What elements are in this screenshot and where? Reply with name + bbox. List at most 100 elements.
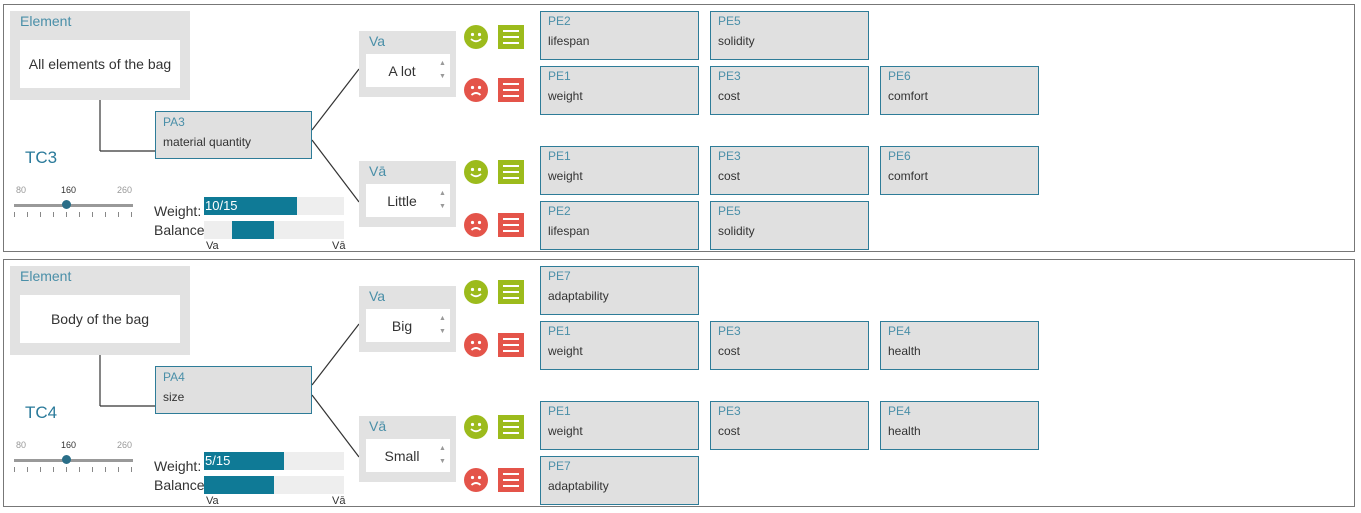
slider-track[interactable] [14, 204, 133, 207]
list-icon[interactable] [498, 160, 524, 184]
chevron-down-icon[interactable]: ▼ [439, 73, 446, 80]
smiley-face-icon[interactable] [464, 25, 488, 49]
list-icon[interactable] [498, 280, 524, 304]
value-spinner[interactable]: Big▲▼ [366, 309, 450, 342]
list-icon-line [503, 432, 519, 434]
weight-bar-fill [204, 197, 298, 215]
effect-param-id: PE3 [718, 149, 741, 163]
value-spinner[interactable]: Small▲▼ [366, 439, 450, 472]
effect-param-name: weight [548, 169, 583, 183]
list-icon-line [503, 338, 519, 340]
smiley-face-icon[interactable] [464, 280, 488, 304]
effect-param-name: weight [548, 424, 583, 438]
sad-face-icon[interactable] [464, 213, 488, 237]
smiley-face-icon[interactable] [464, 160, 488, 184]
element-value[interactable]: Body of the bag [20, 295, 180, 343]
list-icon[interactable] [498, 415, 524, 439]
slider-mid-label: 160 [61, 440, 77, 450]
effect-param-id: PE1 [548, 149, 571, 163]
slider-tick [79, 212, 80, 217]
slider-thumb[interactable] [62, 200, 72, 209]
sad-face-icon[interactable] [464, 468, 488, 492]
chevron-down-icon[interactable]: ▼ [439, 458, 446, 465]
slider-min-label: 80 [16, 440, 27, 450]
slider-tick [131, 467, 132, 472]
value-spinner[interactable]: A lot ▲ ▼ [366, 54, 450, 87]
sad-face-icon[interactable] [464, 78, 488, 102]
list-icon[interactable] [498, 333, 524, 357]
effect-param-name: weight [548, 89, 583, 103]
weight-value: 5/15 [205, 453, 231, 468]
slider-tick [118, 467, 119, 472]
chevron-up-icon[interactable]: ▲ [439, 315, 446, 322]
chevron-up-icon[interactable]: ▲ [439, 60, 446, 67]
list-icon-line [503, 224, 519, 226]
chevron-up-icon[interactable]: ▲ [439, 190, 446, 197]
list-icon-line [503, 285, 519, 287]
weight-value: 10/15 [205, 198, 238, 213]
list-icon[interactable] [498, 78, 524, 102]
parameter-id: PA3 [163, 115, 185, 129]
element-title: Element [20, 268, 72, 284]
effect-param-id: PE6 [888, 149, 911, 163]
balance-right-label: Vā [332, 240, 346, 252]
slider-track[interactable] [14, 459, 133, 462]
effect-param-name: solidity [718, 34, 755, 48]
weight-bar: 10/15 [204, 197, 344, 215]
list-icon-line [503, 89, 519, 91]
slider-thumb[interactable] [62, 455, 72, 464]
list-icon-line [503, 479, 519, 481]
list-icon[interactable] [498, 213, 524, 237]
list-icon-line [503, 30, 519, 32]
chevron-down-icon[interactable]: ▼ [439, 203, 446, 210]
list-icon-line [503, 230, 519, 232]
effect-param-pe1[interactable]: PE1 weight [540, 146, 699, 195]
effect-param-id: PE7 [548, 459, 571, 473]
element-value[interactable]: All elements of the bag [20, 40, 180, 88]
list-icon-line [503, 171, 519, 173]
sad-face-icon[interactable] [464, 333, 488, 357]
effect-param-id: PE3 [718, 324, 741, 338]
chevron-down-icon[interactable]: ▼ [439, 328, 446, 335]
smiley-face-icon[interactable] [464, 415, 488, 439]
parameter-name: size [163, 390, 185, 404]
effect-param-name: solidity [718, 224, 755, 238]
slider-tick [27, 467, 28, 472]
list-icon-line [503, 83, 519, 85]
balance-bar-fill [204, 476, 274, 494]
slider-tick [14, 212, 15, 217]
slider-tick [40, 212, 41, 217]
balance-label: Balance [154, 222, 205, 238]
value-text: Little [387, 192, 417, 209]
list-icon[interactable] [498, 468, 524, 492]
list-icon[interactable] [498, 25, 524, 49]
value-text: A lot [388, 62, 416, 79]
effect-param-name: adaptability [548, 289, 609, 303]
value-spinner[interactable]: Little ▲ ▼ [366, 184, 450, 217]
chevron-up-icon[interactable]: ▲ [439, 445, 446, 452]
